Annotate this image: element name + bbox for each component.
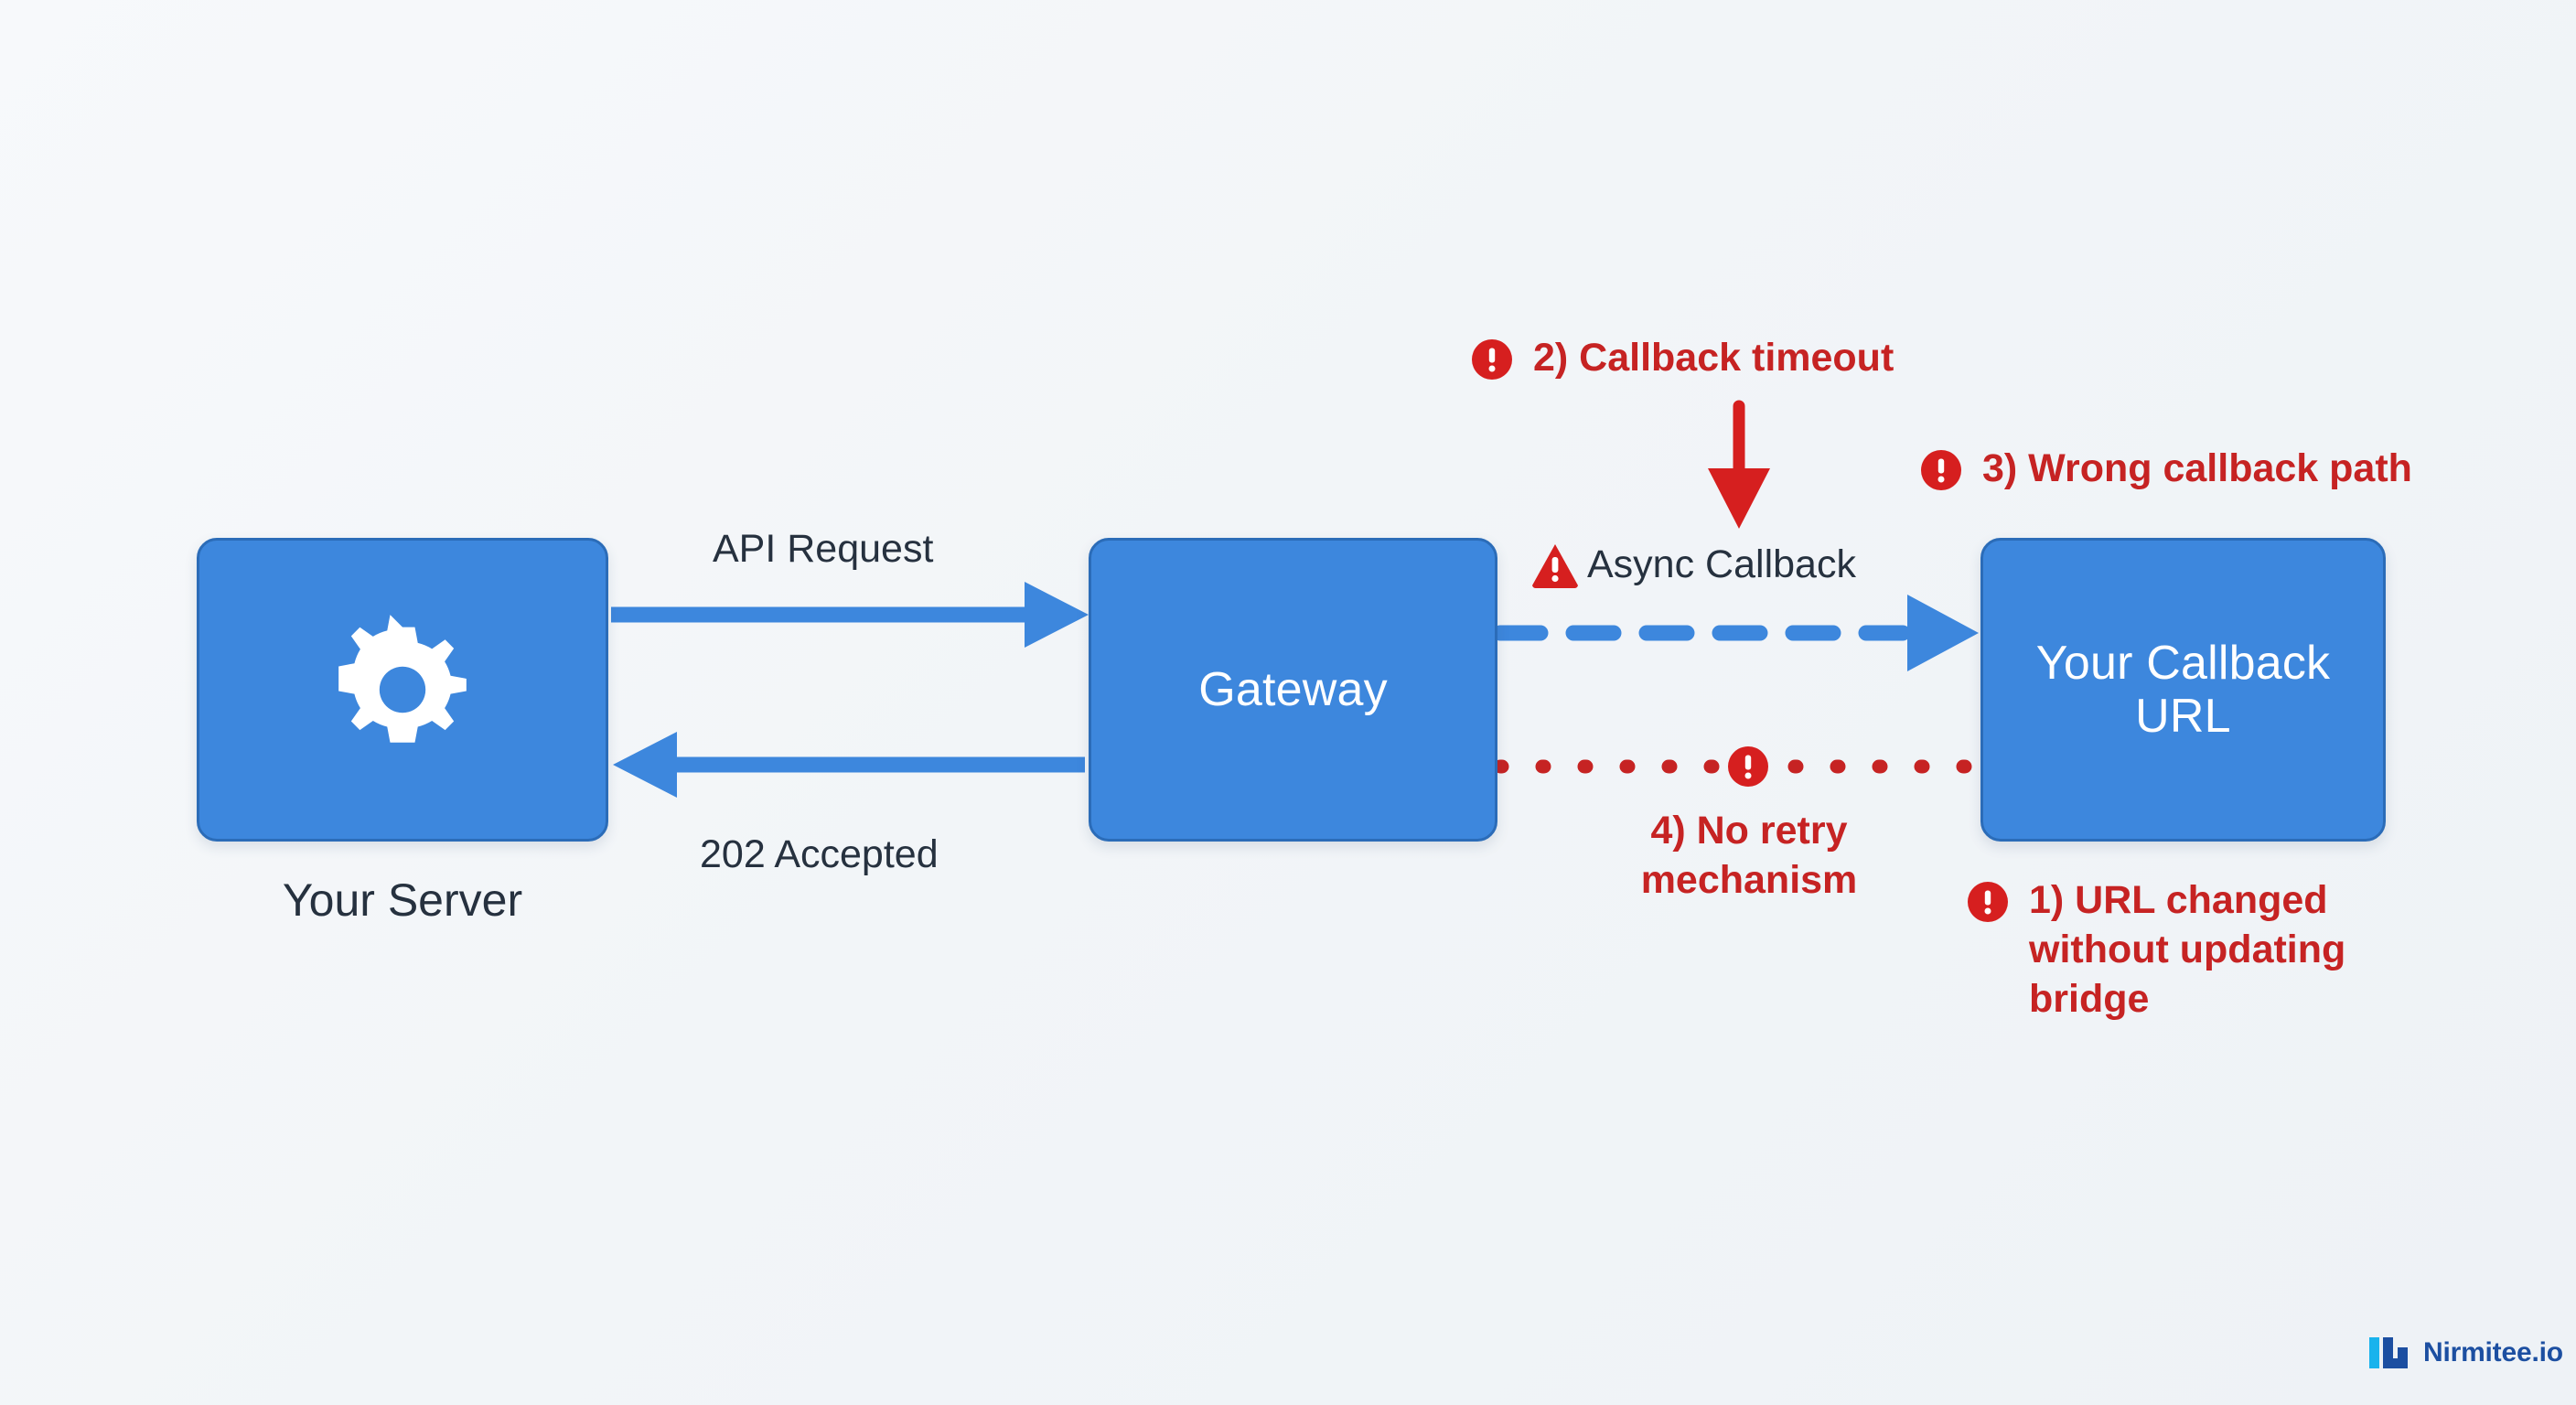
edge-label-api-request: API Request: [713, 527, 934, 571]
exclamation-circle-icon: [1967, 881, 2009, 923]
exclamation-circle-icon: [1471, 338, 1513, 381]
edge-label-async-callback: Async Callback: [1587, 542, 1856, 586]
gear-icon: [320, 607, 485, 772]
edge-api-request: [611, 582, 1089, 648]
node-gateway[interactable]: Gateway: [1089, 538, 1497, 842]
annotation-wrong-callback-path: 3) Wrong callback path: [1982, 446, 2412, 490]
node-your-server[interactable]: [197, 538, 608, 842]
annotation-no-retry-mechanism: 4) No retry mechanism: [1640, 809, 1858, 902]
annotation-url-changed: 1) URL changed without updating bridge: [2029, 878, 2346, 1021]
nirmitee-logo-icon: [2368, 1335, 2410, 1371]
node-callback-url-label: Your Callback URL: [2035, 636, 2331, 743]
exclamation-circle-icon: [1920, 449, 1962, 491]
edge-async-callback: [1492, 595, 1979, 671]
annotation-callback-timeout: 2) Callback timeout: [1533, 336, 1894, 380]
exclamation-circle-icon: [1727, 745, 1769, 788]
node-gateway-label: Gateway: [1198, 662, 1388, 716]
edge-label-202-accepted: 202 Accepted: [700, 832, 939, 876]
brand-logo[interactable]: Nirmitee.io: [2368, 1335, 2563, 1371]
warning-triangle-icon: [1530, 542, 1580, 588]
node-your-callback-url[interactable]: Your Callback URL: [1980, 538, 2386, 842]
callback-timeout-arrow: [1708, 400, 1770, 529]
node-your-server-caption: Your Server: [282, 874, 523, 926]
edge-202-accepted: [613, 732, 1085, 798]
brand-name: Nirmitee.io: [2423, 1337, 2563, 1367]
